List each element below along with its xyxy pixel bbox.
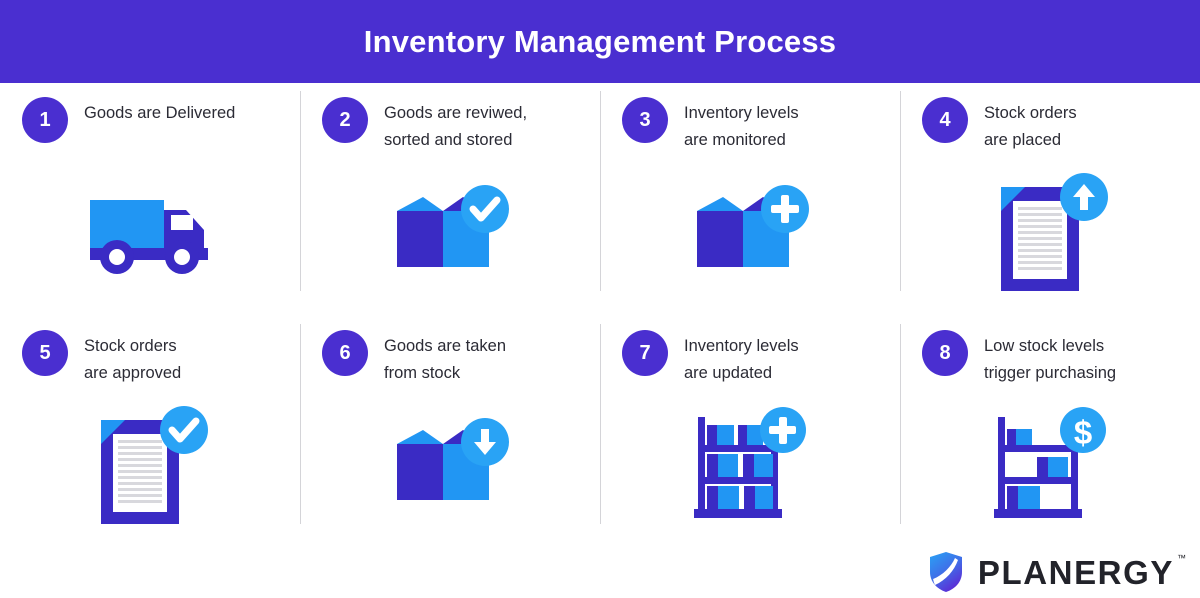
step-icon-7 <box>600 386 900 546</box>
plus-badge-icon <box>760 407 806 453</box>
step-card-4[interactable]: 4 Stock orders are placed <box>900 83 1200 316</box>
step-card-1[interactable]: 1 Goods are Delivered <box>0 83 300 316</box>
step-icon-2 <box>300 153 600 313</box>
step-number-5: 5 <box>22 330 68 376</box>
document-icon <box>101 406 208 524</box>
step-header-3: 3 Inventory levels are monitored <box>600 83 900 153</box>
step-card-7[interactable]: 7 Inventory levels are updated <box>600 316 900 549</box>
step-header-6: 6 Goods are taken from stock <box>300 316 600 386</box>
step-number-1: 1 <box>22 97 68 143</box>
step-card-5[interactable]: 5 Stock orders are approved <box>0 316 300 549</box>
step-header-5: 5 Stock orders are approved <box>0 316 300 386</box>
step-card-2[interactable]: 2 Goods are reviwed, sorted and stored <box>300 83 600 316</box>
arrow-down-badge-icon <box>461 418 509 466</box>
delivery-truck-icon <box>90 200 208 274</box>
steps-row-2: 5 Stock orders are approved <box>0 316 1200 549</box>
step-number-2: 2 <box>322 97 368 143</box>
step-card-3[interactable]: 3 Inventory levels are monitored <box>600 83 900 316</box>
step-label-2: Goods are reviwed, sorted and stored <box>384 104 528 149</box>
step-icon-5 <box>0 386 300 546</box>
shelf-full-icon <box>694 407 806 518</box>
step-label-3: Inventory levels are monitored <box>684 104 799 149</box>
step-number-3: 3 <box>622 97 668 143</box>
step-number-8: 8 <box>922 330 968 376</box>
brand-name: PLANERGY <box>977 553 1174 591</box>
dollar-badge-icon: $ <box>1060 407 1106 453</box>
step-header-8: 8 Low stock levels trigger purchasing <box>900 316 1200 386</box>
step-icon-1 <box>0 153 300 313</box>
step-icon-6 <box>300 386 600 546</box>
steps-row-1: 1 Goods are Delivered <box>0 83 1200 316</box>
check-badge-icon <box>160 406 208 454</box>
step-label-6: Goods are taken from stock <box>384 337 506 382</box>
step-header-7: 7 Inventory levels are updated <box>600 316 900 386</box>
shelf-low-icon: $ <box>994 407 1106 518</box>
arrow-up-badge-icon <box>1060 173 1108 221</box>
header-bar: Inventory Management Process <box>0 0 1200 83</box>
step-label-7: Inventory levels are updated <box>684 337 799 382</box>
step-label-5: Stock orders are approved <box>84 337 182 382</box>
step-card-6[interactable]: 6 Goods are taken from stock <box>300 316 600 549</box>
document-icon <box>1001 173 1108 291</box>
step-icon-3 <box>600 153 900 313</box>
open-box-icon <box>397 418 509 500</box>
step-number-7: 7 <box>622 330 668 376</box>
step-number-6: 6 <box>322 330 368 376</box>
step-label-1: Goods are Delivered <box>84 104 236 122</box>
step-label-8: Low stock levels trigger purchasing <box>984 337 1117 382</box>
step-icon-4 <box>900 153 1200 313</box>
page-title: Inventory Management Process <box>363 23 837 59</box>
planergy-shield-icon <box>929 552 962 592</box>
step-number-4: 4 <box>922 97 968 143</box>
step-header-1: 1 Goods are Delivered <box>0 83 300 153</box>
step-label-4: Stock orders are placed <box>984 104 1077 149</box>
step-header-4: 4 Stock orders are placed <box>900 83 1200 153</box>
check-badge-icon <box>461 185 509 233</box>
trademark-symbol: ™ <box>1177 552 1186 563</box>
plus-badge-icon <box>761 185 809 233</box>
svg-text:$: $ <box>1074 414 1092 451</box>
open-box-icon <box>697 185 809 267</box>
open-box-icon <box>397 185 509 267</box>
steps-grid: 1 Goods are Delivered <box>0 83 1200 549</box>
step-header-2: 2 Goods are reviwed, sorted and stored <box>300 83 600 153</box>
step-card-8[interactable]: 8 Low stock levels trigger purchasing <box>900 316 1200 549</box>
step-icon-8: $ <box>900 386 1200 546</box>
